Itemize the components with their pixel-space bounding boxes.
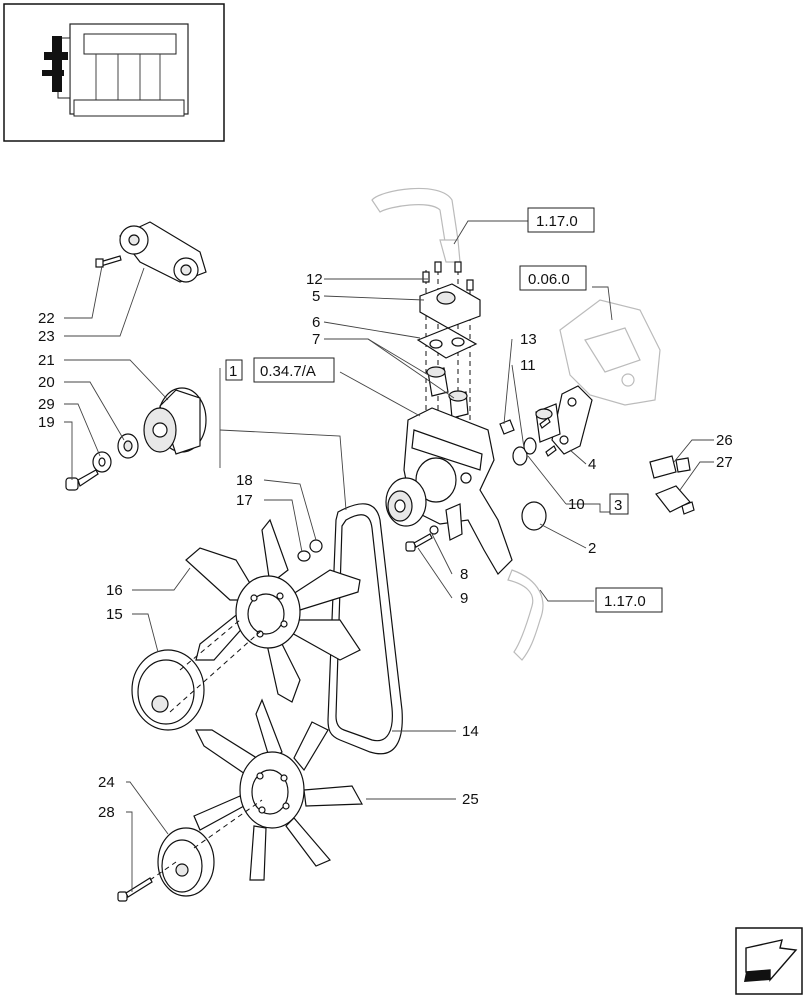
callout-15: 15 xyxy=(106,606,123,623)
ref-box-pump[interactable]: 0.34.7/A xyxy=(253,357,335,383)
callout-21: 21 xyxy=(38,352,55,369)
ref-box-pump-index[interactable]: 1 xyxy=(225,359,243,381)
ref-hose-bottom-label: 1.17.0 xyxy=(604,593,646,610)
fan-blade-assembly-lower xyxy=(193,698,364,881)
pulley-bolt xyxy=(65,469,99,491)
callout-26: 26 xyxy=(716,432,733,449)
flange-screws xyxy=(539,417,557,457)
fan-bolt xyxy=(117,861,177,902)
lower-coolant-hose xyxy=(507,569,544,661)
callout-13: 13 xyxy=(520,331,537,348)
callout-16: 16 xyxy=(106,582,123,599)
callout-17: 17 xyxy=(236,492,253,509)
callout-6: 6 xyxy=(312,314,320,331)
fan-blade-assembly-upper xyxy=(185,518,361,703)
callout-7: 7 xyxy=(312,331,320,348)
callout-28: 28 xyxy=(98,804,115,821)
pulley-spacer xyxy=(117,433,139,459)
callout-9: 9 xyxy=(460,590,468,607)
callout-11: 11 xyxy=(520,357,536,374)
upper-coolant-hose xyxy=(371,187,461,263)
temperature-switch xyxy=(655,485,695,515)
callout-19: 19 xyxy=(38,414,55,431)
thermostats xyxy=(426,366,469,419)
ref-engine-block-label: 0.06.0 xyxy=(528,271,570,288)
next-page-arrow-icon[interactable] xyxy=(735,927,803,995)
callout-18: 18 xyxy=(236,472,253,489)
ref-hose-top-label: 1.17.0 xyxy=(536,213,578,230)
engine-thumbnail-icon[interactable] xyxy=(3,3,225,142)
ref-pump-index-label: 1 xyxy=(229,363,237,380)
callout-25: 25 xyxy=(462,791,479,808)
ref-box-hose-bottom[interactable]: 1.17.0 xyxy=(595,587,663,613)
callout-27: 27 xyxy=(716,454,733,471)
drive-belt xyxy=(327,503,403,755)
pulley-washer xyxy=(92,451,112,473)
water-pump-body xyxy=(403,407,513,575)
leader-lines xyxy=(64,220,714,892)
fan-hub-upper xyxy=(131,619,263,731)
callout-10: 10 xyxy=(568,496,585,513)
callout-12: 12 xyxy=(306,271,323,288)
pump-plug xyxy=(499,419,515,435)
callout-numbers: 12 5 6 7 13 11 4 10 2 8 9 22 23 21 20 29… xyxy=(38,271,733,821)
ref-thermostat-index-label: 3 xyxy=(614,497,622,514)
temperature-sensor xyxy=(649,455,691,479)
ref-box-hose-top[interactable]: 1.17.0 xyxy=(527,207,595,233)
callout-24: 24 xyxy=(98,774,115,791)
ref-box-thermostat-index[interactable]: 3 xyxy=(609,493,629,515)
pipe-flange xyxy=(535,385,593,455)
callout-23: 23 xyxy=(38,328,55,345)
cover-gasket xyxy=(416,327,478,359)
callout-8: 8 xyxy=(460,566,468,583)
idler-pulley xyxy=(143,387,207,455)
callout-2: 2 xyxy=(588,540,596,557)
callout-5: 5 xyxy=(312,288,320,305)
engine-block-outline xyxy=(559,299,661,406)
callout-4: 4 xyxy=(588,456,596,473)
belt-tensioner xyxy=(119,221,207,283)
ref-pump-label: 0.34.7/A xyxy=(260,363,316,380)
callout-22: 22 xyxy=(38,310,55,327)
pump-bolt xyxy=(405,525,439,552)
callout-14: 14 xyxy=(462,723,479,740)
o-rings xyxy=(512,437,547,531)
pump-pulley xyxy=(385,477,427,527)
thermostat-cover xyxy=(419,283,481,329)
callout-20: 20 xyxy=(38,374,55,391)
tensioner-bolt xyxy=(95,255,122,268)
callout-29: 29 xyxy=(38,396,55,413)
ref-box-engine-block[interactable]: 0.06.0 xyxy=(519,265,587,291)
fan-hub-lower xyxy=(157,799,263,897)
